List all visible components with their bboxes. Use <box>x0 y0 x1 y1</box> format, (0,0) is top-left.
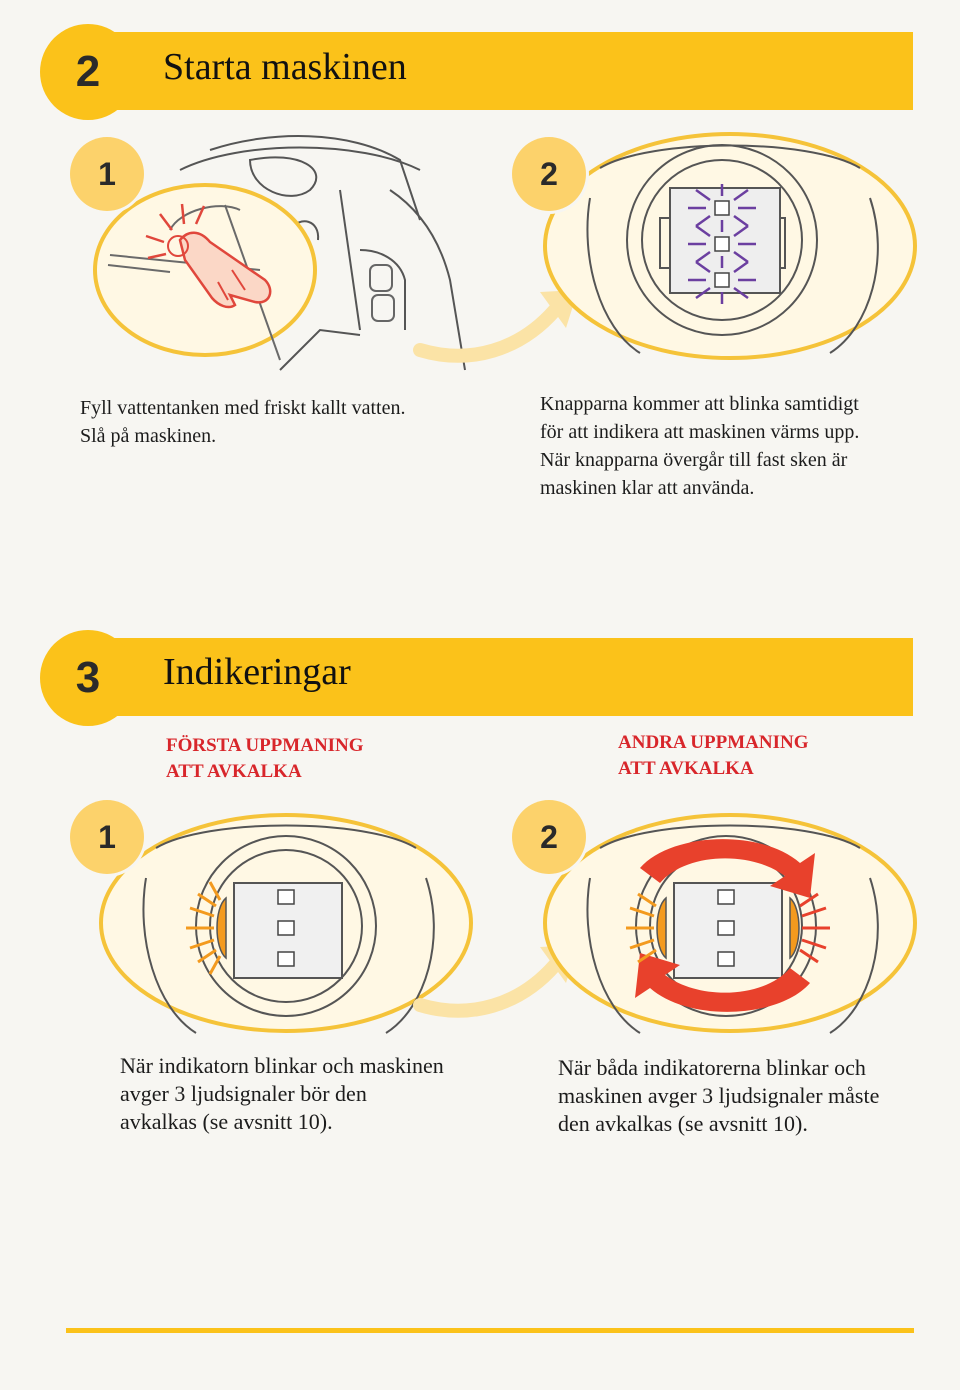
step-badge: 2 <box>512 800 586 874</box>
section-number: 3 <box>40 630 136 726</box>
warning-label: ANDRA UPPMANING ATT AVKALKA <box>618 732 809 779</box>
illustration-first-descale <box>99 813 473 1034</box>
indicator-rays <box>186 881 222 975</box>
header-bar <box>98 32 913 110</box>
step-caption: När båda indikatorerna blinkar och maski… <box>558 1055 880 1136</box>
section-number: 2 <box>40 24 136 120</box>
header-bar <box>98 638 913 716</box>
blinking-buttons <box>688 184 756 304</box>
finger-press-icon <box>145 203 272 309</box>
rotate-arrow-icon <box>635 839 815 1012</box>
step-badge: 2 <box>512 137 586 211</box>
cup-icon <box>277 889 295 967</box>
step-caption: Fyll vattentanken med friskt kallt vatte… <box>80 397 406 447</box>
step-caption: När indikatorn blinkar och maskinen avge… <box>120 1053 444 1134</box>
footer-divider <box>66 1328 914 1333</box>
illustration-blinking-buttons <box>543 132 917 360</box>
step-badge: 1 <box>70 137 144 211</box>
section-title: Indikeringar <box>163 651 351 693</box>
illustration-second-descale <box>543 813 917 1034</box>
cup-icon <box>717 889 735 967</box>
step-caption: Knapparna kommer att blinka samtidigt fö… <box>540 393 860 499</box>
warning-label: FÖRSTA UPPMANING ATT AVKALKA <box>166 735 364 782</box>
step-badge: 1 <box>70 800 144 874</box>
section-title: Starta maskinen <box>163 46 407 88</box>
illustration-power-on <box>93 135 466 371</box>
